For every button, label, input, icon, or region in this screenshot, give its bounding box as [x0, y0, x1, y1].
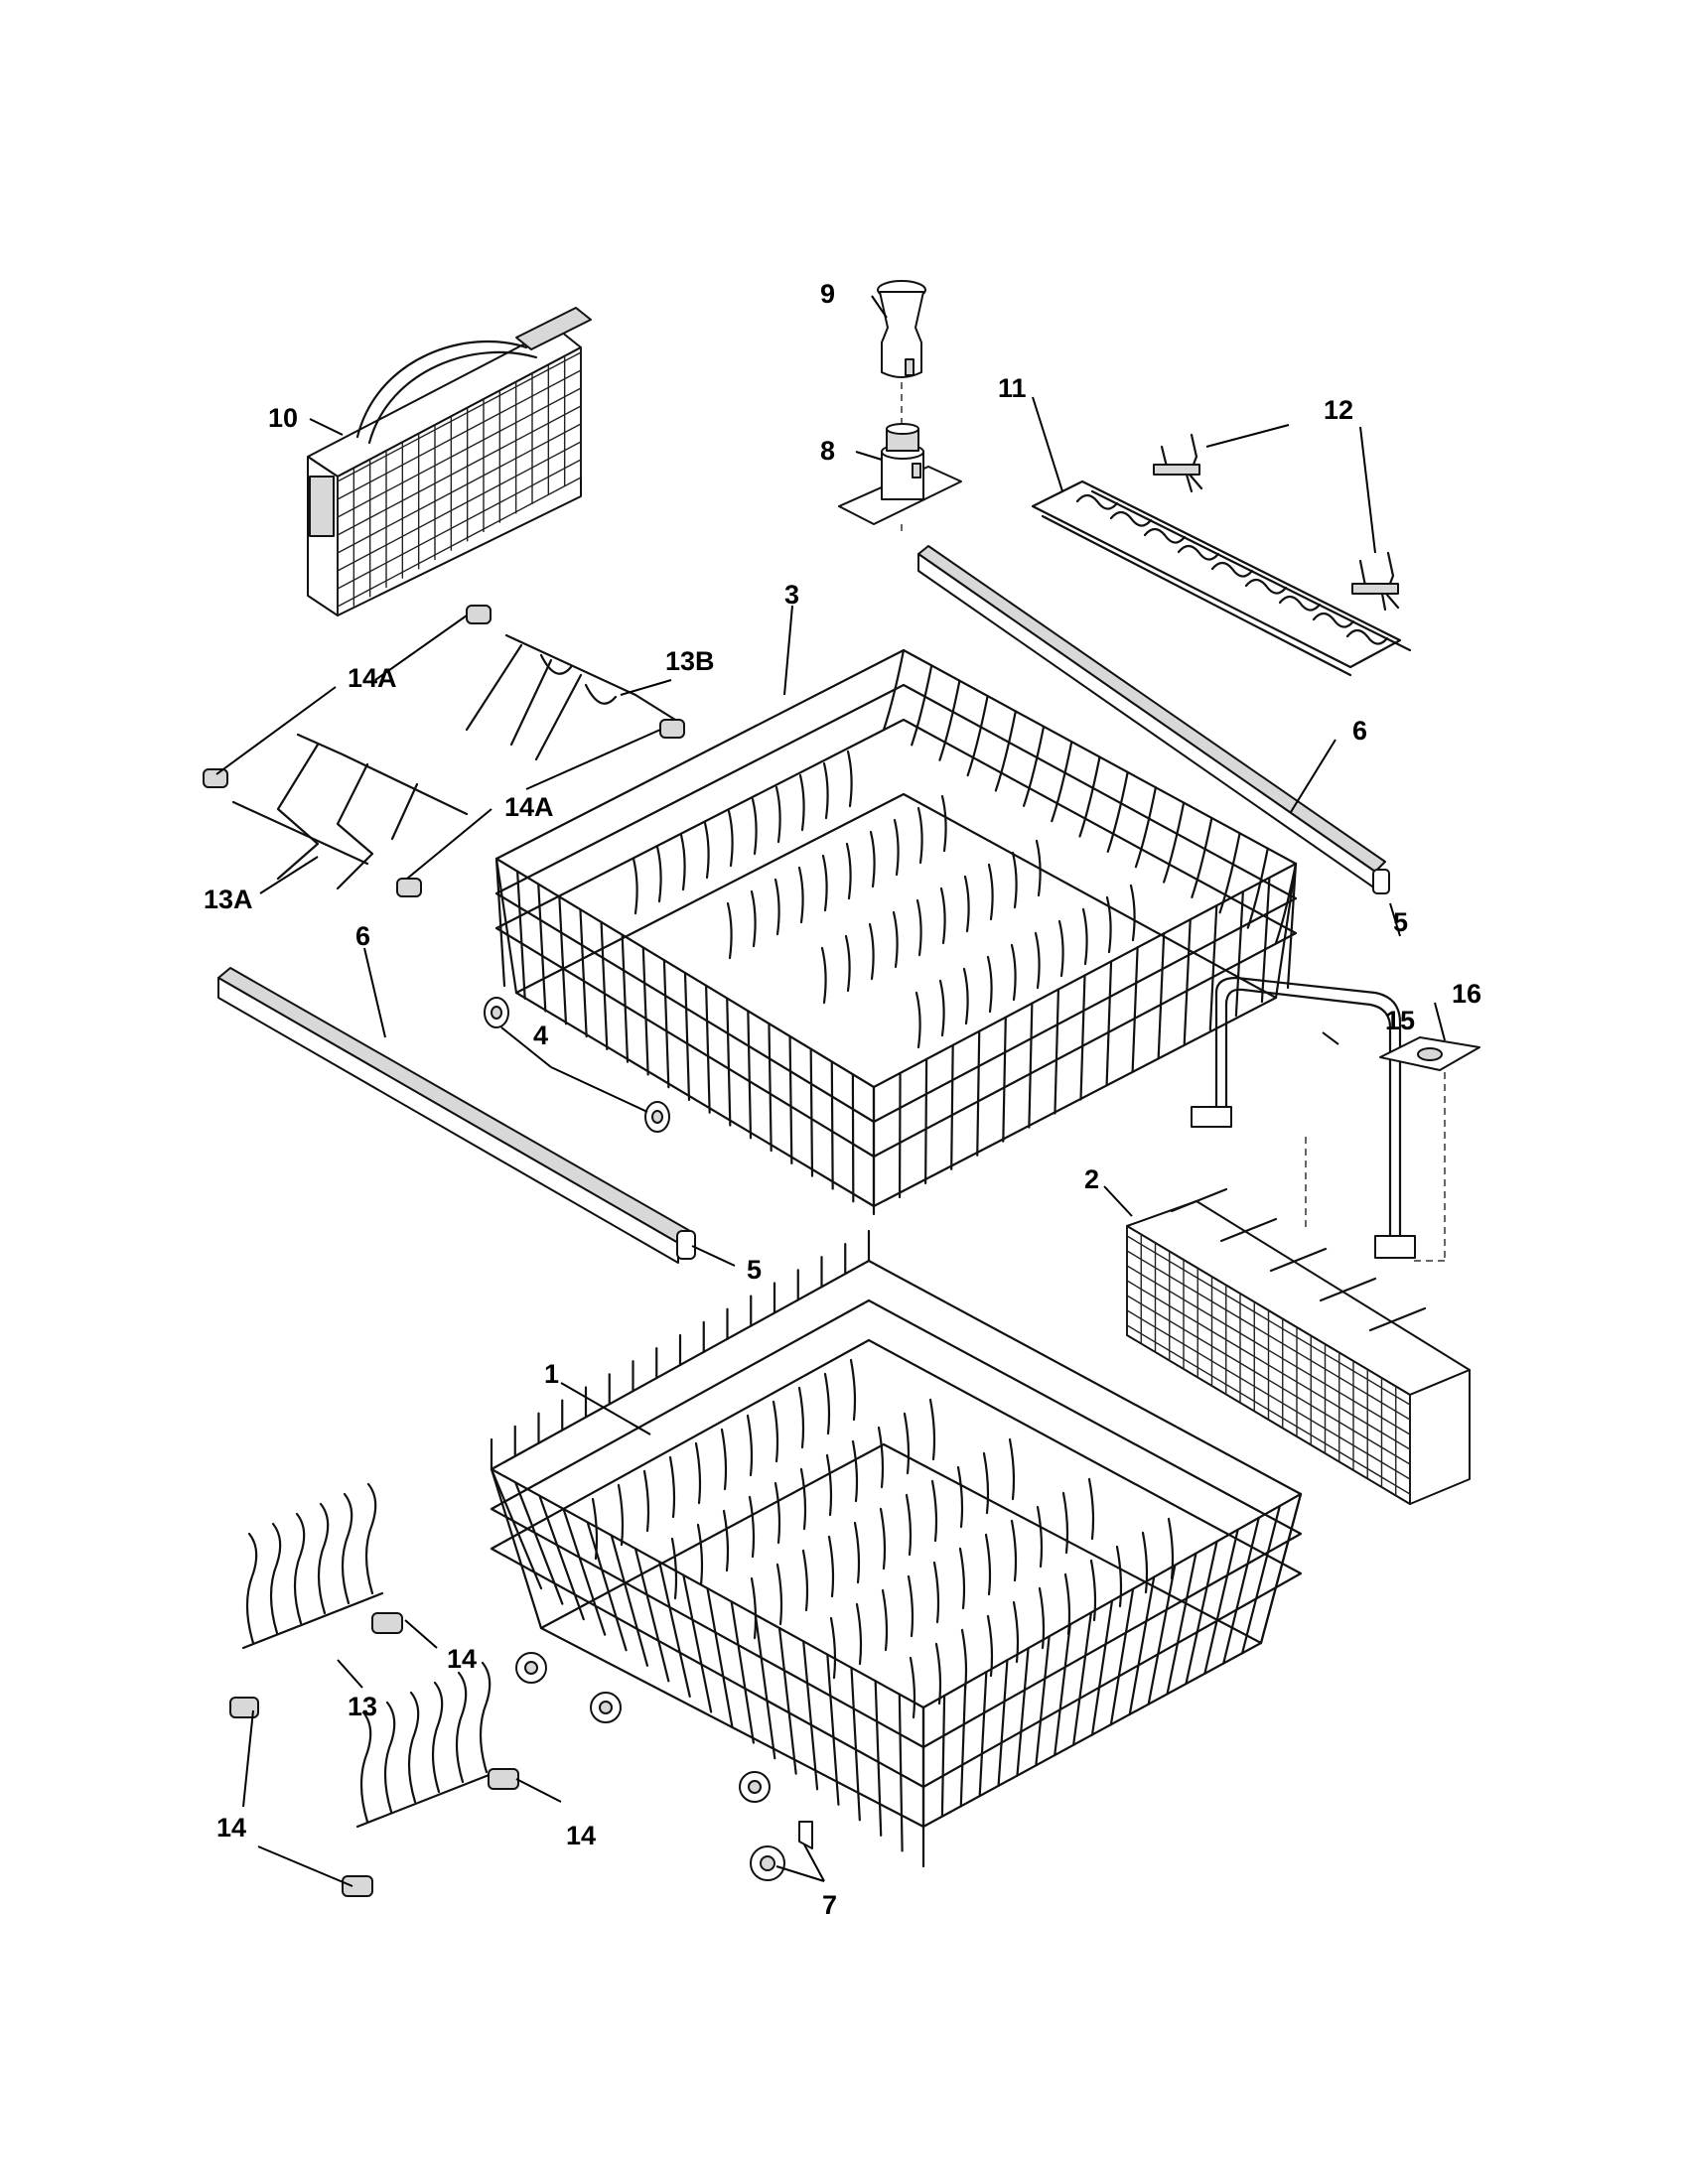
basket-cover-16: [1379, 1036, 1480, 1071]
label-10: 10: [268, 403, 298, 433]
label-3: 3: [784, 580, 799, 610]
rack-wheel-lower-3: [739, 1771, 771, 1803]
rack-wheel-lower-2: [590, 1692, 622, 1723]
rack-wheel-4a: [484, 997, 509, 1028]
tine-row-13-lower: [355, 1661, 498, 1829]
basket-handle-15: [1191, 976, 1416, 1259]
label-6-right: 6: [1352, 716, 1367, 746]
label-11: 11: [998, 373, 1027, 403]
label-15: 15: [1385, 1006, 1415, 1035]
label-14-c: 14: [566, 1821, 596, 1850]
clip-14-4: [342, 1875, 373, 1897]
label-16: 16: [1452, 979, 1481, 1009]
label-14a-1: 14A: [348, 663, 397, 693]
wheel-assembly-7: [750, 1821, 813, 1881]
label-12: 12: [1324, 395, 1353, 425]
label-6-left: 6: [355, 921, 370, 951]
cup-shelf-11: [1031, 479, 1412, 677]
nozzle-9: [877, 280, 926, 378]
label-14-a: 14: [447, 1644, 477, 1674]
tine-row-13b: [465, 633, 677, 761]
label-14a-2: 14A: [504, 792, 554, 822]
part-labels: 10 9 8 11 12 3 13B 14A 14A 13A 6 5 6 4 1…: [204, 279, 1481, 1920]
label-5-right: 5: [1393, 907, 1408, 937]
label-2: 2: [1084, 1164, 1099, 1194]
leader-lines: [215, 295, 1446, 1887]
label-7: 7: [822, 1890, 837, 1920]
upper-rack-3: [494, 648, 1298, 1216]
label-13: 13: [348, 1692, 377, 1721]
spray-arm-mount-8: [838, 423, 962, 525]
silverware-basket-2: [1126, 1187, 1471, 1505]
clip-14-1: [371, 1612, 403, 1634]
label-13b: 13B: [665, 646, 715, 676]
clip-14a-2: [203, 768, 228, 788]
label-8: 8: [820, 436, 835, 466]
tine-row-13a: [231, 733, 469, 890]
lower-rack-1: [490, 1229, 1303, 1868]
rack-rail-6-right: [917, 545, 1390, 894]
rack-wheel-lower-1: [515, 1652, 547, 1684]
label-13a: 13A: [204, 885, 253, 914]
clip-14-3: [488, 1768, 519, 1790]
clip-12b: [1351, 551, 1400, 612]
label-14-b: 14: [216, 1813, 246, 1843]
clip-14-2: [229, 1697, 259, 1718]
label-5-left: 5: [747, 1255, 762, 1285]
rack-wheel-4b: [644, 1101, 670, 1133]
tine-row-13-upper: [241, 1482, 384, 1650]
label-9: 9: [820, 279, 835, 309]
clip-12a: [1153, 433, 1203, 493]
clip-14a-4: [396, 878, 422, 897]
label-1: 1: [544, 1359, 559, 1389]
cutlery-basket-10: [307, 307, 592, 616]
clip-14a-3: [659, 719, 685, 739]
rack-rail-6-left: [217, 967, 696, 1264]
clip-14a-1: [466, 605, 492, 624]
label-4: 4: [533, 1021, 548, 1050]
